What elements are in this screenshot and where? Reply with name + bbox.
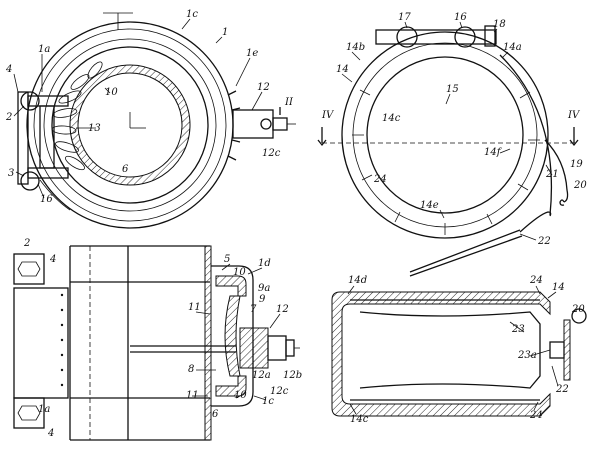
label: 12c [270,386,289,397]
tab-12 [232,109,274,139]
figure-clamp-section: 2 4 5 1d 10 11 9a 9 7 12 8 12a 12b 12c 1… [13,238,302,441]
label: 6 [212,409,219,420]
label: 14f [484,147,503,158]
band-outer-ring [341,31,549,239]
label: 24 [373,174,387,185]
label: 11 [186,390,199,401]
figure-band-section: 14d 24 14 20 23 23a 22 14c 24 [331,275,587,425]
label: 16 [454,12,467,23]
label: 1e [246,48,258,59]
label: 12 [257,82,270,93]
label: 18 [493,19,506,30]
label: 23 [511,324,525,335]
label: 12 [276,304,289,315]
label: 2 [23,238,30,249]
label: 19 [570,159,583,170]
band-inner-ring [366,56,524,214]
label: 8 [188,364,194,375]
label: 4 [47,428,54,439]
screw-2 [20,91,40,111]
pipe-wall-section [69,64,191,186]
label: 7 [250,304,257,315]
clamp-ring-3 [51,46,209,204]
bolt-block-12 [239,327,269,369]
label: 3 [8,168,14,179]
label: 1 [222,27,228,38]
hook-arm-22 [409,229,523,277]
spring-fingers [51,61,103,171]
label: 2 [5,112,12,123]
label: 4 [5,64,12,75]
label: 1c [186,9,198,20]
band-inner-profile [359,311,541,389]
figure-clamp-front-view: 1c 1 1a 4 2 10 13 1e 12 II 12c 3 6 16 [5,9,296,229]
label: 14c [350,414,369,425]
label: 14 [336,64,349,75]
nut-top [13,253,45,285]
label: II [284,97,294,108]
label: 24 [529,275,543,286]
clamp-ring-1 [33,28,227,222]
seal-10 [215,375,247,397]
label: 9 [259,294,266,305]
band-segments [352,89,540,235]
band-ring-2 [352,42,538,228]
latch-dots [60,293,64,387]
screw-3 [20,171,40,191]
label: 11 [188,302,201,313]
seal-9a [215,275,247,297]
lever-19 [544,139,569,203]
label: 22 [537,236,551,247]
label: 24 [529,410,543,421]
label: 10 [233,267,246,278]
label: 6 [122,164,129,175]
gasket-9 [224,295,241,377]
latch-bar [17,91,29,185]
label: 12b [283,370,302,381]
label: IV [321,110,335,121]
label: 1c [262,396,274,407]
label: 1d [258,258,271,269]
label: 9a [258,283,270,294]
label: 14b [346,42,365,53]
label: 20 [573,180,587,191]
label: 15 [446,84,459,95]
label: 14e [420,200,439,211]
label: 23a [517,350,537,361]
spring-arm [499,54,553,216]
label: 13 [88,123,101,134]
pipe-wall-5 [204,245,212,441]
latch-body [39,105,55,169]
label: 14a [503,42,522,53]
knob-20 [563,319,571,381]
label: 16 [40,194,53,205]
latch-bar-top [375,29,497,45]
label: 17 [398,12,411,23]
label: 12c [262,148,281,159]
screw-16 [454,26,476,48]
label: 4 [49,254,56,265]
label: IV [567,110,581,121]
label: 10 [234,390,247,401]
figure-band-open-view: 17 16 18 14b 14a 14 15 14c IV IV 14f 21 … [317,12,587,277]
label: 1a [38,404,50,415]
label: 10 [105,87,118,98]
label: 1a [38,44,50,55]
label: 14d [348,275,367,286]
nut-bottom [13,397,45,429]
label: 14c [382,113,401,124]
label: 5 [224,254,230,265]
label: 14 [552,282,565,293]
clamp-ring-2 [43,38,217,212]
label: 20 [571,304,585,315]
label: 12a [252,370,271,381]
label: 22 [555,384,569,395]
latch-block [13,287,69,399]
